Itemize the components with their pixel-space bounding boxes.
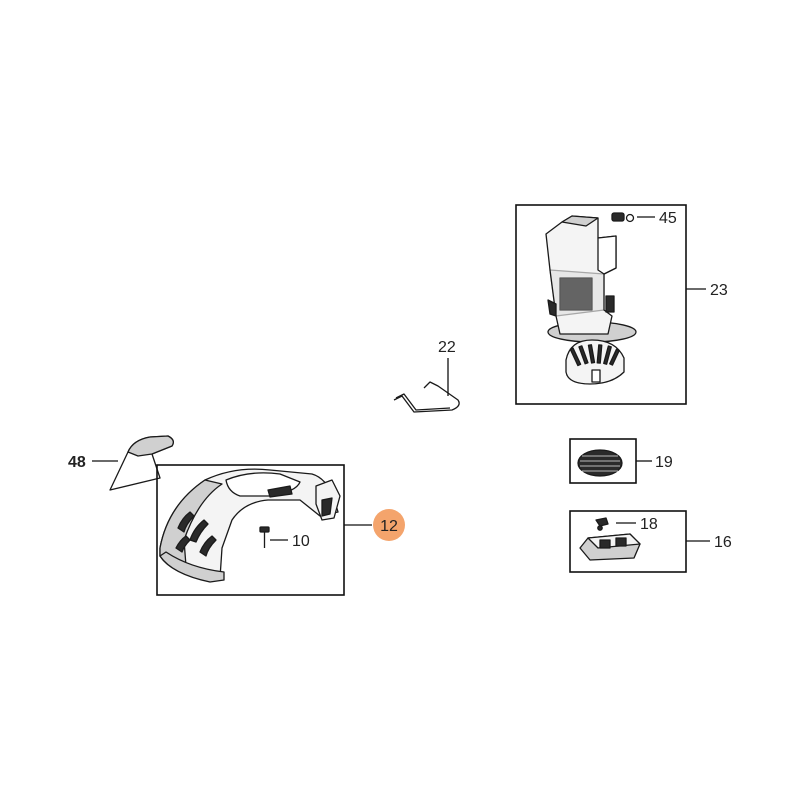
label-19[interactable]: 19: [655, 454, 673, 471]
part-48-flap[interactable]: [109, 435, 174, 491]
label-22[interactable]: 22: [438, 339, 456, 356]
label-12[interactable]: 12: [380, 518, 398, 535]
part-12-guard[interactable]: [159, 468, 341, 583]
label-48[interactable]: 48: [68, 454, 86, 471]
part-18-clip[interactable]: [595, 517, 609, 531]
part-23-motor[interactable]: [545, 215, 637, 385]
motor-assembly-box: [515, 204, 687, 405]
label-45[interactable]: 45: [659, 210, 677, 227]
part-10-screw[interactable]: [259, 526, 270, 548]
guard-assembly-box: [156, 464, 345, 596]
part-19-spool[interactable]: [577, 449, 623, 477]
highlight-badge-12[interactable]: [373, 509, 405, 541]
label-18[interactable]: 18: [640, 516, 658, 533]
part-45-connector[interactable]: [611, 212, 635, 223]
part-22-wire-bracket[interactable]: [393, 381, 460, 413]
part-16-spool-cover[interactable]: [579, 533, 641, 561]
label-16[interactable]: 16: [714, 534, 732, 551]
label-23[interactable]: 23: [710, 282, 728, 299]
label-10[interactable]: 10: [292, 533, 310, 550]
